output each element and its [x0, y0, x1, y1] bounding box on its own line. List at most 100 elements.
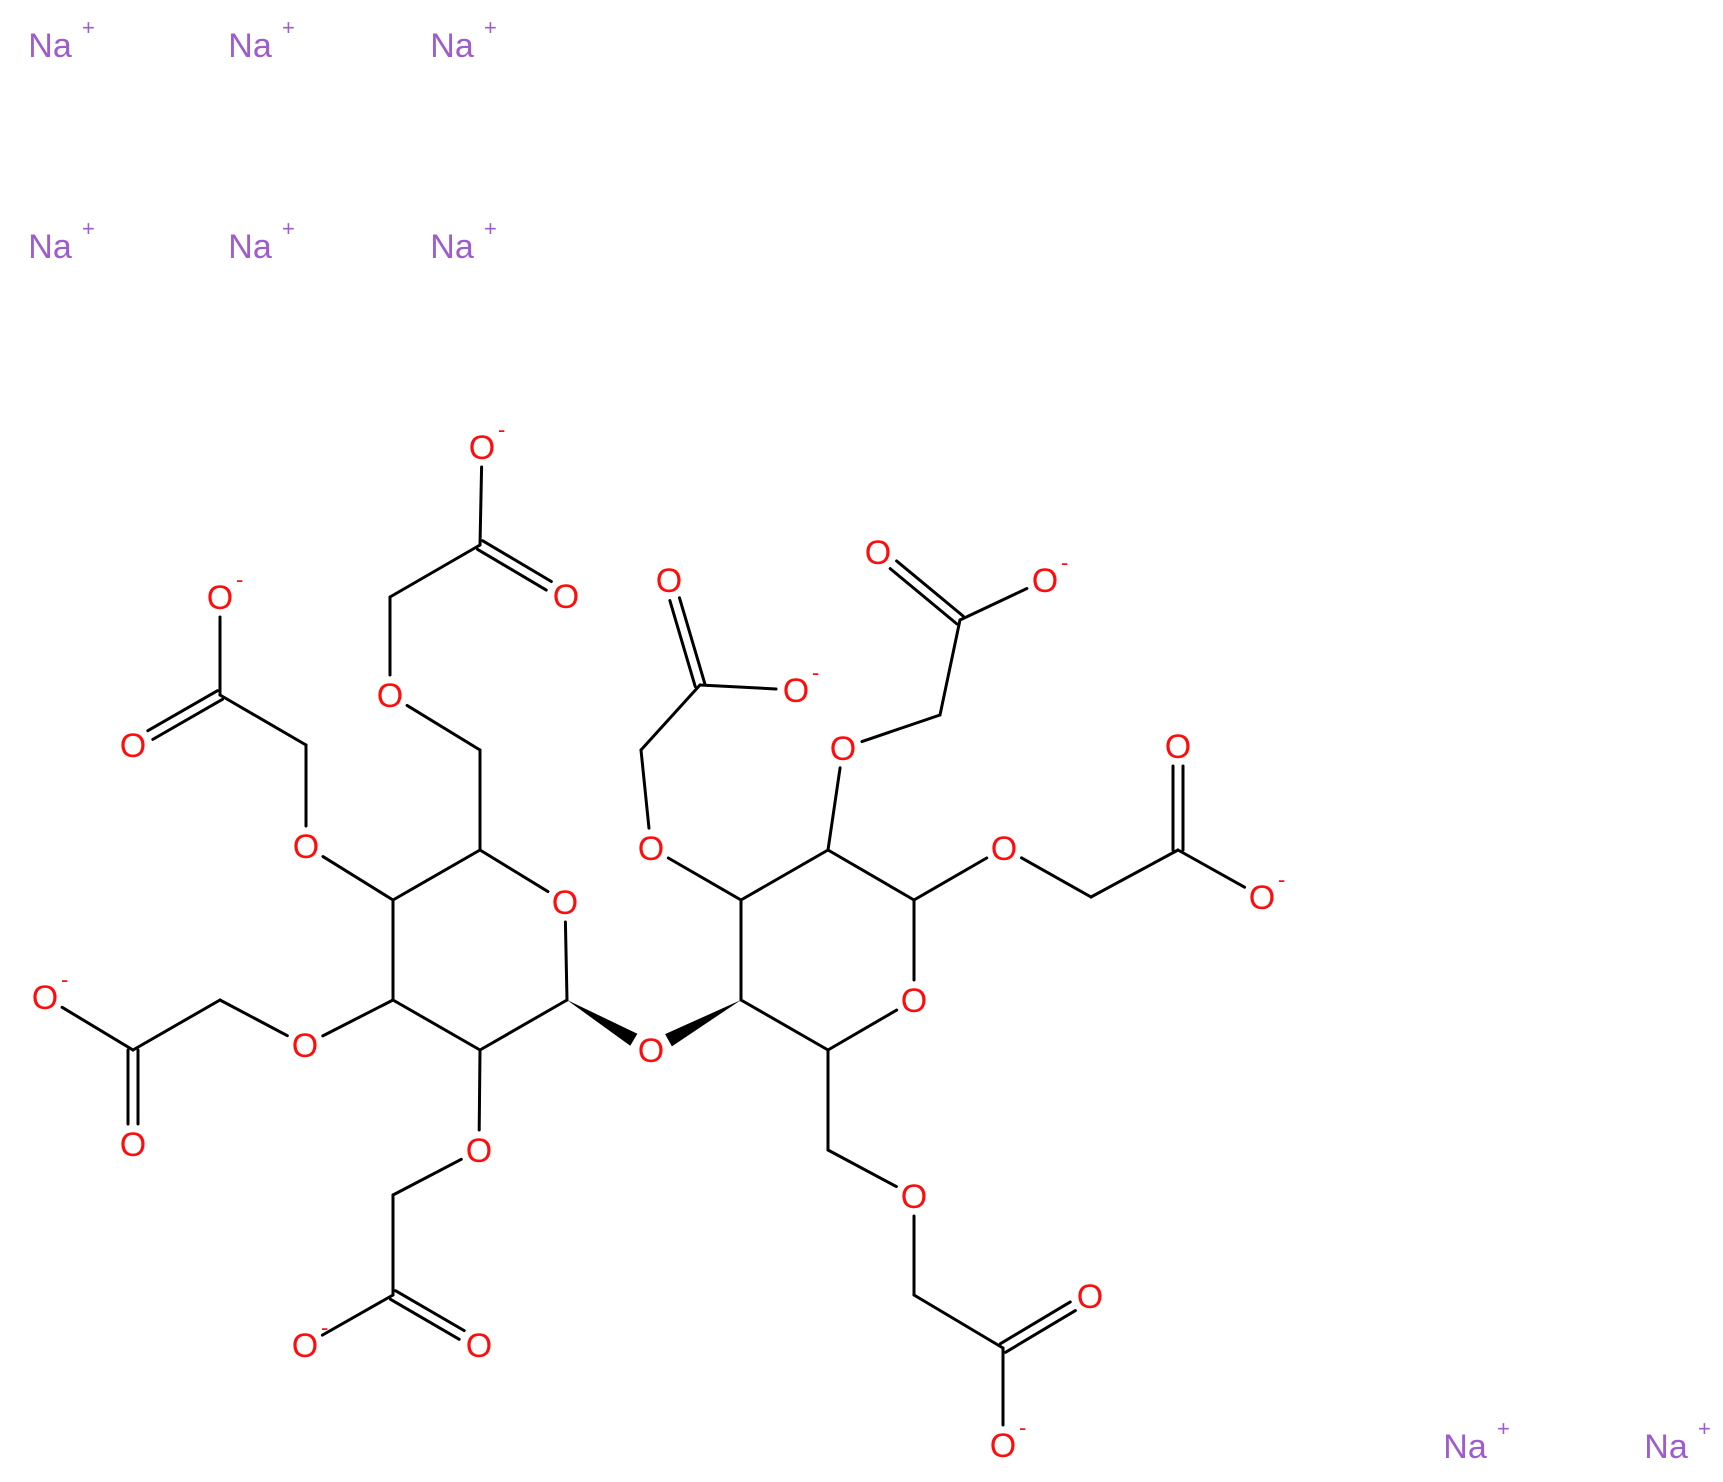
oxygen-atom-label: O	[120, 727, 146, 765]
oxygen-atom-label: O	[293, 828, 319, 866]
double-bond	[481, 539, 553, 583]
oxygen-atom-label: O	[638, 1032, 664, 1070]
single-bond	[958, 587, 1029, 622]
single-bond	[405, 703, 482, 752]
bonds	[60, 465, 1247, 1427]
oxygen-atom-label: O	[120, 1126, 146, 1164]
oxygen-atom-label: O	[638, 830, 664, 868]
single-bond	[860, 713, 942, 744]
charge-label: -	[236, 567, 243, 592]
charge-label: +	[282, 15, 295, 40]
sodium-atom-label: Na	[430, 228, 474, 266]
sodium-atom-label: Na	[430, 27, 474, 65]
wedge-bond	[665, 1000, 741, 1047]
single-bond	[388, 543, 482, 599]
sodium-atom-label: Na	[1443, 1428, 1487, 1466]
single-bond	[391, 848, 482, 902]
oxygen-atom-label: O	[553, 578, 579, 616]
double-bond	[1004, 1309, 1077, 1354]
sodium-atom-label: Na	[228, 228, 272, 266]
charge-label: +	[282, 216, 295, 241]
double-bond	[668, 599, 697, 688]
oxygen-atom-label: O	[865, 534, 891, 572]
charge-label: +	[1497, 1416, 1510, 1441]
single-bond	[666, 856, 743, 902]
sodium-atom-label: Na	[28, 228, 72, 266]
charge-label: +	[1698, 1416, 1711, 1441]
wedge-bond	[567, 1000, 638, 1046]
single-bond	[391, 1157, 463, 1197]
single-bond	[391, 998, 482, 1052]
single-bond	[321, 855, 395, 902]
single-bond	[131, 998, 222, 1052]
charge-label: -	[321, 1315, 328, 1340]
charge-label: -	[812, 660, 819, 685]
double-bond	[146, 689, 220, 733]
single-bond	[478, 848, 550, 894]
oxygen-atom-label: O	[466, 1327, 492, 1365]
charge-label: -	[1061, 550, 1068, 575]
single-bond	[826, 766, 842, 852]
single-bond	[739, 998, 830, 1052]
single-bond	[320, 1293, 395, 1337]
oxygen-atom-label: O	[991, 830, 1017, 868]
oxygen-atom-label: O	[207, 579, 233, 617]
single-bond	[912, 1293, 1005, 1350]
single-bond	[938, 618, 962, 717]
sodium-atom-label: Na	[228, 27, 272, 65]
oxygen-atom-label: O	[377, 677, 403, 715]
single-bond	[218, 693, 308, 747]
charge-label: +	[82, 15, 95, 40]
single-bond	[1019, 856, 1093, 899]
oxygen-atom-label: O	[656, 562, 682, 600]
single-bond	[826, 1148, 898, 1189]
charge-label: -	[1278, 867, 1285, 892]
charge-label: +	[82, 216, 95, 241]
sodium-atom-label: Na	[28, 27, 72, 65]
single-bond	[563, 920, 569, 1002]
single-bond	[739, 848, 830, 902]
single-bond	[1176, 848, 1247, 889]
oxygen-atom-label: O	[552, 884, 578, 922]
oxygen-atom-label: O	[990, 1427, 1016, 1465]
double-bond	[895, 559, 965, 618]
oxygen-atom-label: O	[32, 979, 58, 1017]
single-bond	[321, 998, 395, 1038]
oxygen-atom-label: O	[469, 429, 495, 467]
single-bond	[477, 1048, 482, 1132]
oxygen-atom-label: O	[1165, 728, 1191, 766]
oxygen-atom-label: O	[292, 1327, 318, 1365]
double-bond	[677, 596, 707, 686]
double-bond	[151, 697, 224, 741]
atom-labels: Na+Na+Na+Na+Na+Na+Na+Na+O-OOO-OOOO-OOOO-…	[28, 15, 1711, 1466]
double-bond	[475, 547, 548, 592]
double-bond	[394, 1289, 466, 1333]
charge-label: -	[61, 967, 68, 992]
single-bond	[478, 465, 484, 547]
double-bond	[998, 1300, 1072, 1346]
single-bond	[218, 998, 289, 1038]
charge-label: -	[1019, 1415, 1026, 1440]
oxygen-atom-label: O	[1077, 1278, 1103, 1316]
double-bond	[888, 567, 959, 626]
oxygen-atom-label: O	[292, 1027, 318, 1065]
charge-label: +	[484, 15, 497, 40]
oxygen-atom-label: O	[1249, 879, 1275, 917]
double-bond	[388, 1297, 461, 1341]
oxygen-atom-label: O	[830, 730, 856, 768]
oxygen-atom-label: O	[901, 1178, 927, 1216]
oxygen-atom-label: O	[1032, 562, 1058, 600]
charge-label: +	[484, 216, 497, 241]
single-bond	[478, 998, 569, 1052]
oxygen-atom-label: O	[783, 672, 809, 710]
single-bond	[1089, 848, 1180, 899]
single-bond	[826, 1008, 899, 1052]
single-bond	[639, 748, 651, 830]
single-bond	[639, 683, 702, 752]
charge-label: -	[498, 417, 505, 442]
single-bond	[698, 683, 778, 691]
wedge-bonds	[567, 1000, 741, 1047]
single-bond	[826, 848, 916, 902]
